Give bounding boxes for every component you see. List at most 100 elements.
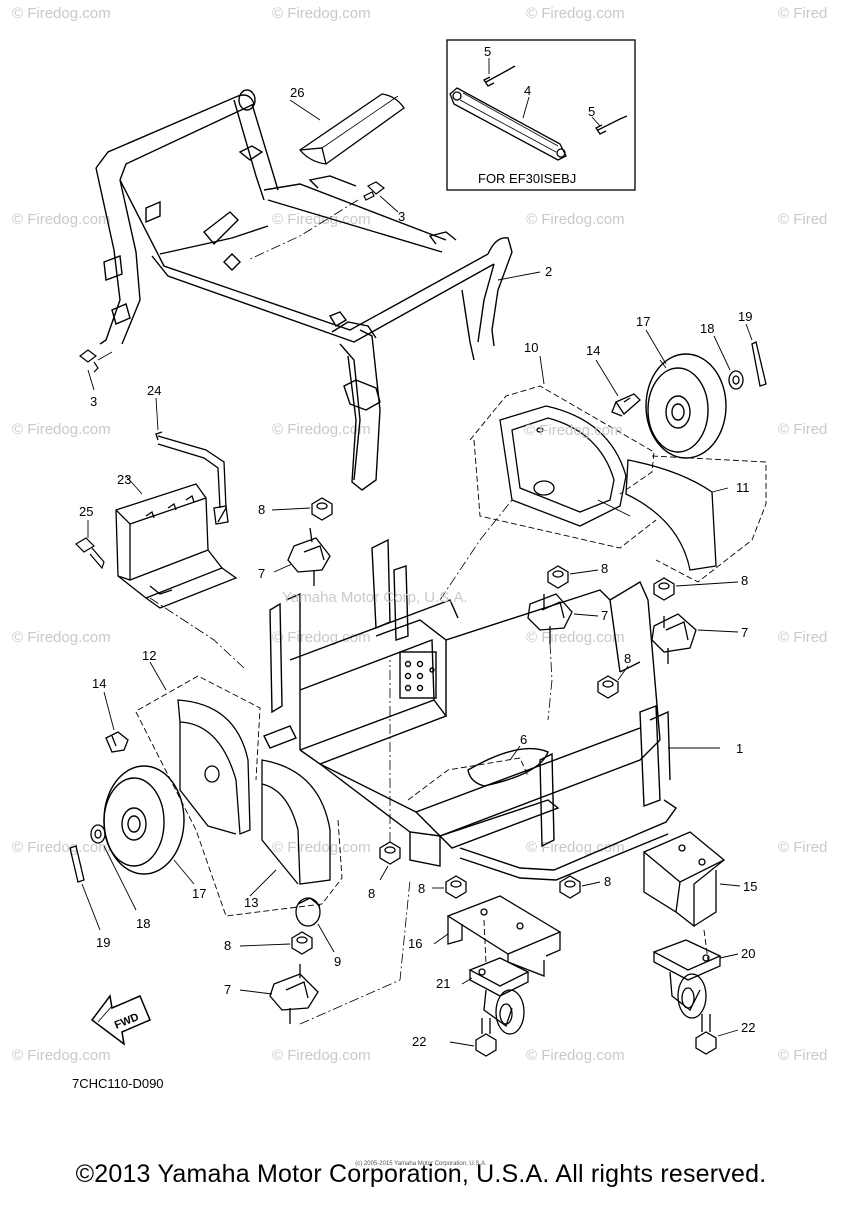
callout-7: 7 [224,982,231,997]
watermark: © Firedog.com [526,1047,625,1064]
callout-21: 21 [436,976,450,991]
fwd-label: FWD [113,1011,141,1032]
callout-9: 9 [334,954,341,969]
pin-19 [69,845,101,931]
callout-17: 17 [636,314,650,329]
callout-5: 5 [588,104,595,119]
watermark: © Fired [778,839,827,856]
top-frame-2 [95,89,541,491]
nut-8 [653,577,739,601]
callout-12: 12 [142,648,156,663]
callout-26: 26 [290,85,304,100]
callout-18: 18 [700,321,714,336]
plug-9 [295,897,335,953]
watermark: © Firedog.com [272,629,371,646]
center-watermark: © Firedog.com [524,422,623,439]
callout-1: 1 [736,741,743,756]
callout-15: 15 [743,879,757,894]
callout-17: 17 [192,886,206,901]
mount-7 [527,593,599,721]
bolt-22 [449,1018,497,1057]
callout-19: 19 [738,309,752,324]
watermark: © Firedog.com [526,839,625,856]
center-watermark: Yamaha Motor Corp, U.S.A. [282,589,468,606]
nut-8 [239,931,313,955]
watermark: © Firedog.com [12,211,111,228]
callout-18: 18 [136,916,150,931]
washer-18 [713,335,744,390]
bolt-3 [247,181,399,261]
callout-3: 3 [398,209,405,224]
callout-2: 2 [545,264,552,279]
callout-19: 19 [96,935,110,950]
callout-7: 7 [741,625,748,640]
callout-3: 3 [90,394,97,409]
callout-6: 6 [520,732,527,747]
plug-14 [595,359,641,417]
washer-18 [90,824,137,911]
callout-5: 5 [484,44,491,59]
watermark: © Firedog.com [12,629,111,646]
watermark: © Firedog.com [272,839,371,856]
mount-7 [273,527,331,586]
wheel-17 [645,329,727,459]
watermark: © Fired [778,629,827,646]
callout-7: 7 [258,566,265,581]
bolt-25 [75,520,105,570]
callout-8: 8 [418,881,425,896]
callout-4: 4 [524,83,531,98]
watermark-layer: © Firedog.com © Firedog.com © Firedog.co… [12,5,827,1064]
bolt-3 [79,349,113,391]
fender-12-13 [135,661,343,917]
strap-24 [155,397,229,525]
callout-8: 8 [604,874,611,889]
callout-24: 24 [147,383,161,398]
callout-11: 11 [736,480,750,495]
callout-8: 8 [741,573,748,588]
nut-8 [271,497,333,521]
small-copyright: (c) 2005-2015 Yamaha Motor Corporation, … [355,1161,487,1167]
callout-16: 16 [408,936,422,951]
callout-8: 8 [601,561,608,576]
watermark: © Firedog.com [526,5,625,22]
nut-8 [379,660,401,881]
watermark: © Firedog.com [12,839,111,856]
mount-7 [651,613,739,664]
watermark: © Firedog.com [272,1047,371,1064]
nut-8 [432,875,467,899]
callout-10: 10 [524,340,538,355]
callout-8: 8 [624,651,631,666]
watermark: © Fired [778,1047,827,1064]
callout-14: 14 [92,676,106,691]
bracket-23 [115,475,245,669]
callout-8: 8 [224,938,231,953]
callout-8: 8 [258,502,265,517]
caster-21 [461,919,530,1035]
watermark: © Firedog.com [526,211,625,228]
inset-box [446,39,636,191]
callout-22: 22 [741,1020,755,1035]
watermark: © Firedog.com [526,629,625,646]
copyright-footer: ©2013 Yamaha Motor Corporation, U.S.A. A… [75,1160,767,1188]
callout-8: 8 [368,886,375,901]
bracket-16 [433,895,562,977]
fender-10-11 [439,355,767,601]
callout-13: 13 [244,895,258,910]
nut-8 [547,565,599,589]
callout-22: 22 [412,1034,426,1049]
callout-23: 23 [117,472,131,487]
watermark: © Firedog.com [272,421,371,438]
watermark: © Firedog.com [272,211,371,228]
bracket-15 [642,831,741,961]
nut-8 [559,875,601,899]
cover-26 [289,93,405,165]
nut-8 [597,665,629,699]
wheel-17 [103,765,195,885]
callout-14: 14 [586,343,600,358]
fwd-arrow [90,994,151,1046]
callout-20: 20 [741,946,755,961]
inset-label: FOR EF30ISEBJ [478,171,576,186]
diagram-code: 7CHC110-D090 [72,1076,164,1091]
